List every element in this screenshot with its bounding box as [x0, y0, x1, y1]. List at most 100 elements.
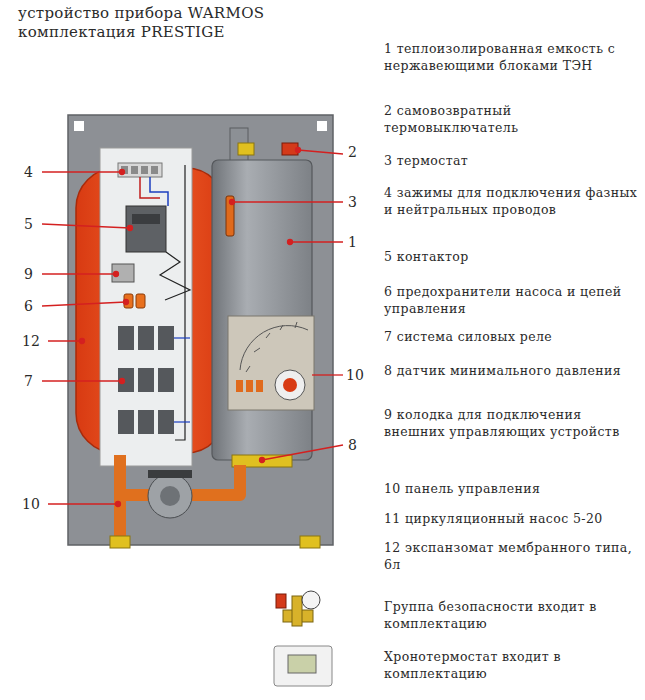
terminal — [141, 166, 148, 174]
mount-hole — [74, 121, 84, 131]
pressure-gauge — [302, 591, 320, 609]
leader-line — [42, 302, 126, 306]
leader-dot — [124, 300, 129, 305]
back-panel — [68, 115, 333, 545]
leader-dot — [116, 502, 121, 507]
leader-line — [42, 224, 130, 228]
pipe — [120, 489, 150, 501]
fitting — [238, 143, 254, 155]
legend-note: 5 контактор — [384, 248, 642, 265]
terminal-block — [118, 163, 162, 177]
contactor-detail — [132, 214, 160, 224]
terminal — [131, 166, 138, 174]
wire — [150, 177, 168, 206]
callout-number: 6 — [24, 298, 33, 314]
contactor — [126, 206, 166, 252]
callout-number: 4 — [24, 164, 33, 180]
leader-line — [262, 445, 343, 460]
circulation-pump — [148, 474, 192, 518]
pipe — [192, 465, 240, 495]
relay — [158, 326, 174, 350]
safety-group — [292, 596, 302, 626]
terminal — [151, 166, 158, 174]
leader-dot — [120, 170, 125, 175]
callout-number: 8 — [348, 437, 357, 453]
leader-dot — [296, 148, 301, 153]
relay — [158, 368, 174, 392]
leader-line — [42, 380, 122, 381]
legend-note: Группа безопасности входит в комплектаци… — [384, 598, 642, 632]
callout-number: 3 — [348, 194, 357, 210]
dial-ticks — [246, 322, 297, 372]
pump-head — [148, 470, 192, 478]
chronothermostat — [274, 646, 332, 686]
thermostat — [226, 196, 234, 236]
legend-note: 9 колодка для подключения внешних управл… — [384, 406, 642, 440]
leader-dot — [230, 200, 235, 205]
dial-scale — [240, 326, 308, 370]
leader-line — [298, 150, 343, 154]
indicator — [246, 380, 253, 392]
leader-line — [42, 171, 122, 172]
mount-hole — [317, 121, 327, 131]
leader-line — [48, 503, 118, 504]
relay — [118, 410, 134, 434]
legend-note: 12 экспанзомат мембранного типа, 6л — [384, 539, 642, 573]
legend-note: 3 термостат — [384, 152, 642, 169]
fuse — [124, 294, 133, 308]
relay — [138, 326, 154, 350]
control-terminal — [112, 264, 134, 282]
pump-hub — [160, 486, 180, 506]
wire — [175, 165, 185, 440]
legend-note: 11 циркуляционный насос 5-20 — [384, 510, 642, 527]
leader-dot — [260, 458, 265, 463]
leader-dot — [288, 240, 293, 245]
leader-line — [232, 201, 343, 202]
legend-note: 4 зажимы для подключения фазных и нейтра… — [384, 184, 642, 218]
callout-number: 2 — [348, 144, 357, 160]
callout-number: 10 — [22, 496, 40, 512]
wire — [160, 252, 190, 300]
knob-center — [283, 378, 297, 392]
leader-line — [312, 374, 343, 375]
valve — [300, 536, 320, 548]
heating-tank — [212, 160, 312, 460]
legend-note: 10 панель управления — [384, 480, 642, 497]
legend-note: 8 датчик минимального давления — [384, 362, 642, 379]
diagram-title: устройство прибора WARMOS комплектация P… — [18, 4, 268, 42]
legend-note: 6 предохранители насоса и цепей управлен… — [384, 283, 642, 317]
wire — [174, 337, 190, 338]
relay — [138, 410, 154, 434]
callout-number: 12 — [22, 333, 40, 349]
leader-dot — [120, 379, 125, 384]
safety-valve — [276, 594, 286, 608]
legend-note: 1 теплоизолированная емкость с нержавеющ… — [384, 40, 642, 74]
leader-line — [290, 241, 343, 242]
callout-number: 5 — [24, 216, 33, 232]
callout-number: 10 — [346, 367, 364, 383]
valve — [110, 536, 130, 548]
leader-line — [42, 273, 116, 274]
leader-dot — [114, 272, 119, 277]
wire — [174, 421, 190, 422]
relay — [118, 326, 134, 350]
relay — [158, 410, 174, 434]
display — [288, 655, 316, 673]
legend-note: 7 система силовых реле — [384, 328, 642, 345]
leader-lines — [42, 148, 343, 507]
legend-note: 2 самовозвратный термовыключатель — [384, 102, 642, 136]
legend-note: Хронотермостат входит в комплектацию — [384, 648, 642, 682]
relay — [118, 368, 134, 392]
knob — [275, 370, 305, 400]
electrical-plate — [100, 148, 192, 466]
leader-line — [48, 340, 82, 341]
leader-dot — [128, 226, 133, 231]
leader-dot — [80, 339, 85, 344]
callout-number: 7 — [24, 373, 33, 389]
indicator — [256, 380, 263, 392]
wire — [140, 177, 160, 198]
control-panel — [228, 316, 314, 410]
callout-number: 1 — [348, 234, 357, 250]
